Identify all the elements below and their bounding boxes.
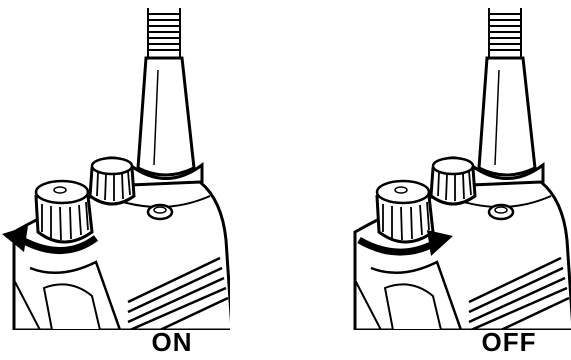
radio-body-icon [0, 0, 230, 330]
panel-caption-on: ON [122, 327, 222, 358]
panel-caption-off: OFF [459, 327, 559, 358]
panel-on: ON [0, 0, 230, 360]
radio-body-icon [341, 0, 571, 330]
panel-off: OFF [341, 0, 571, 360]
